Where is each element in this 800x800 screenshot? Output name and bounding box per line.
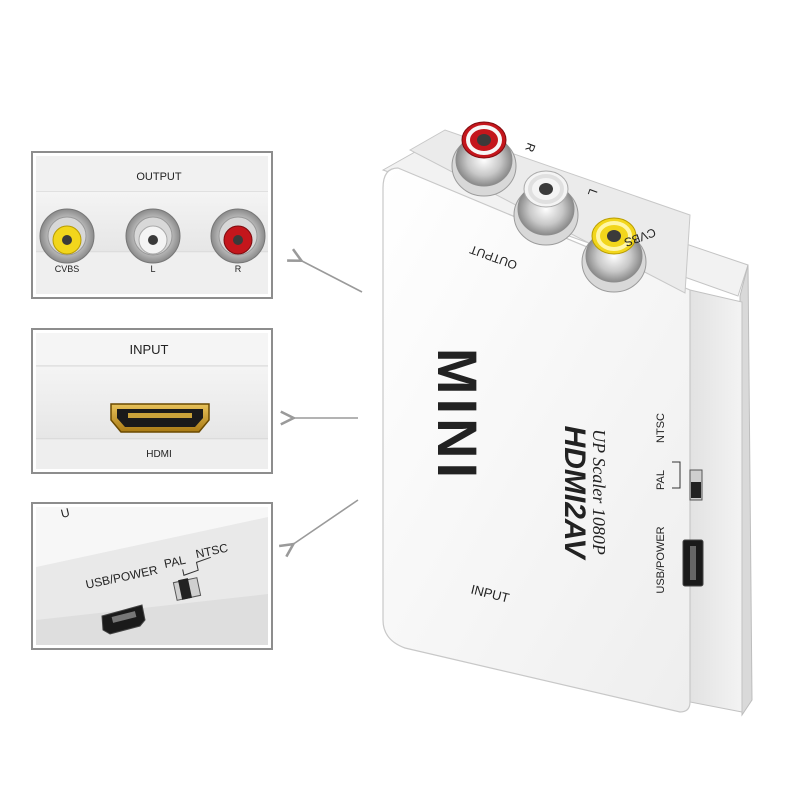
output-panel: OUTPUT CVBS L R [31, 151, 273, 299]
device-subtitle-text: UP Scaler 1080P [589, 429, 609, 555]
pal-ntsc-switch [172, 577, 202, 601]
audio-left-label: L [150, 264, 155, 274]
device-jack-label-r: R [522, 141, 538, 154]
device-yellow-jack [581, 217, 647, 293]
device-side-usb-port [682, 539, 704, 587]
device-jack-label-l: L [585, 187, 601, 198]
device-side-usb-label: USB/POWER [655, 526, 667, 593]
cvbs-label: CVBS [55, 264, 80, 274]
arrow-power [292, 499, 359, 545]
hdmi-label: HDMI [146, 449, 172, 460]
hdmi-port-icon [110, 403, 210, 433]
pal-label: PAL [163, 553, 188, 571]
audio-left-jack [125, 208, 181, 264]
power-panel: U USB/POWER PAL NTSC [31, 502, 273, 650]
audio-right-jack [210, 208, 266, 264]
arrow-output [300, 260, 363, 293]
input-panel: INPUT HDMI [31, 328, 273, 474]
device-side-switch [689, 469, 703, 501]
audio-right-label: R [235, 264, 242, 274]
device-model-text: HDMI2AV [558, 426, 591, 562]
power-panel-top-text: U [59, 505, 71, 521]
device-side-ntsc-label: NTSC [655, 413, 667, 443]
device-side-pal-label: PAL [655, 470, 667, 490]
input-panel-title: INPUT [130, 342, 169, 357]
ntsc-label: NTSC [194, 541, 229, 562]
callout-arrows [292, 260, 363, 545]
converter-device: R L CVBS OUTPUT MINI HDMI2AV UP Scaler 1… [381, 121, 753, 717]
device-white-jack [513, 170, 579, 246]
mini-usb-port [101, 604, 146, 635]
device-red-jack [451, 121, 517, 197]
device-brand-text: MINI [426, 348, 489, 482]
output-panel-title: OUTPUT [136, 171, 182, 183]
cvbs-jack [39, 208, 95, 264]
